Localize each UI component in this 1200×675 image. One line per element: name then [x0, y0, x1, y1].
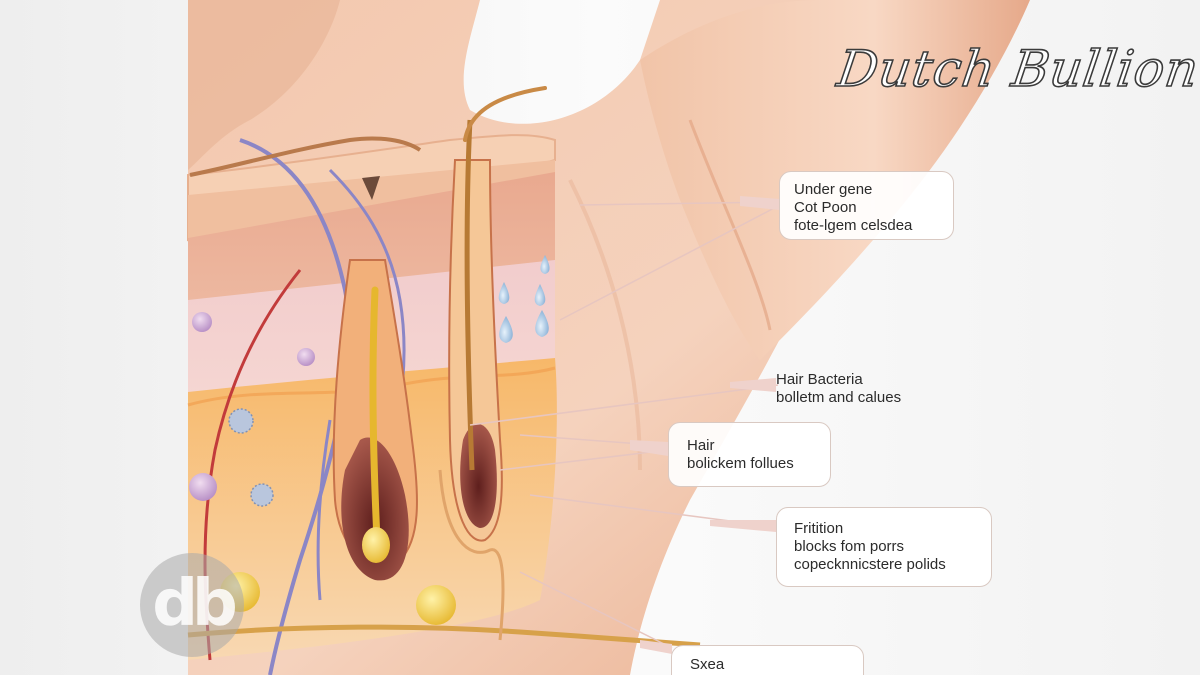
callout-sweat: Sxea — [671, 645, 864, 675]
hair-shaft-left — [369, 286, 381, 544]
lower-vessel — [187, 624, 701, 648]
db-logo-text: db — [152, 567, 238, 641]
callout-2-line-2: bolletm and calues — [776, 389, 902, 406]
callout-under-gene: Under gene Cot Poon fote-lgem celsdea — [779, 171, 954, 240]
callout-1-line-3: fote-lgem celsdea — [794, 217, 913, 234]
sweat-drop-5 — [535, 310, 549, 337]
db-logo-icon: db — [140, 553, 244, 657]
leader-line-3b — [499, 449, 669, 471]
callout-friction: Fritition blocks fom porrs copecknnicste… — [776, 507, 992, 587]
callout-1-line-1: Under gene — [794, 181, 873, 198]
leader-arrow-1 — [740, 196, 780, 210]
bacteria-cluster-1 — [228, 408, 254, 434]
hair-shaft-right — [464, 119, 475, 471]
leader-arrow-4 — [710, 520, 776, 532]
callout-hair-follicle: Hair bolickem follues — [668, 422, 831, 487]
emerging-hair — [463, 86, 547, 142]
sweat-drop-1 — [540, 255, 550, 274]
callout-5-line-1: Sxea — [690, 656, 725, 673]
brand-watermark: Dutch Bullion — [833, 39, 1200, 99]
cell-lilac-3 — [189, 473, 217, 501]
neck-shadow — [188, 0, 340, 170]
chest-contour — [568, 179, 642, 471]
sweat-drop-4 — [499, 316, 513, 343]
bacteria-cluster-2 — [250, 483, 274, 507]
sweat-drop-2 — [498, 282, 510, 304]
leader-arrow-3 — [630, 440, 668, 456]
cell-lilac-2 — [297, 348, 315, 366]
duct-notch — [362, 176, 380, 200]
callout-4-line-1: Fritition — [794, 520, 844, 537]
leader-line-2 — [469, 384, 779, 426]
sebaceous-gland-left — [362, 527, 390, 563]
leader-line-5 — [519, 571, 673, 649]
callout-3-line-1: Hair — [687, 437, 715, 454]
cell-lilac-1 — [192, 312, 212, 332]
label-hair-bacteria: Hair Bacteria bolletm and calues — [776, 371, 901, 407]
callout-2-line-1: Hair Bacteria — [776, 371, 863, 388]
sebum-droplet-1 — [416, 585, 456, 625]
nerve-fiber-3 — [316, 419, 332, 601]
callout-1-line-2: Cot Poon — [794, 199, 857, 216]
arm-crease — [688, 119, 772, 331]
surface-hair — [189, 136, 422, 177]
leader-line-1b — [559, 204, 781, 321]
callout-3-line-2: bolickem follues — [687, 455, 794, 472]
leader-arrow-2 — [730, 378, 776, 392]
leader-arrow-5 — [640, 640, 672, 654]
outer-root-sheath — [438, 469, 505, 641]
callout-4-line-2: blocks fom porrs — [794, 538, 905, 555]
sweat-drop-3 — [534, 284, 546, 306]
callout-4-line-3: copecknnicstere polids — [794, 556, 946, 573]
